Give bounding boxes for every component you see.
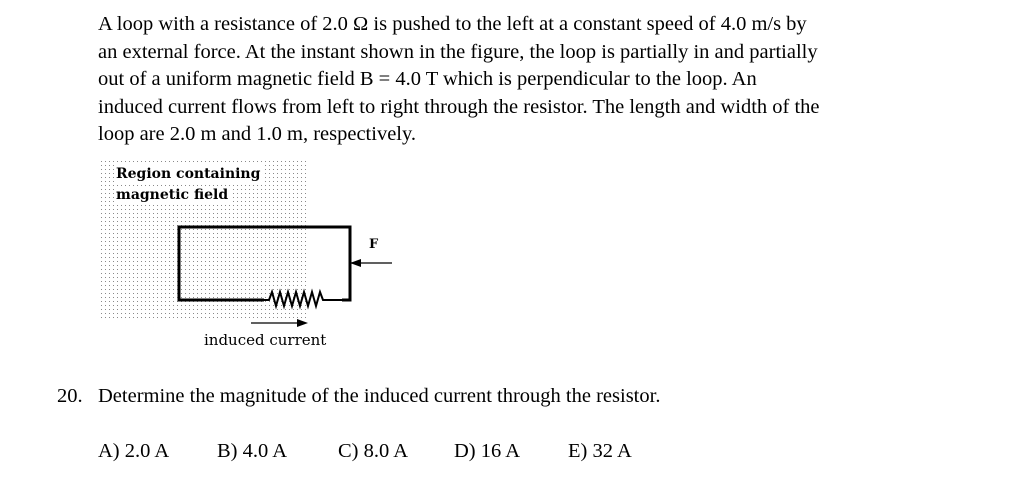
force-arrow (350, 259, 392, 267)
problem-line: an external force. At the instant shown … (98, 40, 818, 63)
loop-diagram: Region containing magnetic field F induc… (96, 160, 416, 360)
question-number: 20. (57, 385, 83, 407)
choice-e: E) 32 A (568, 440, 632, 462)
region-label: Region containing (114, 165, 263, 183)
question-text: Determine the magnitude of the induced c… (98, 385, 661, 407)
region-label: magnetic field (114, 186, 231, 204)
choice-b: B) 4.0 A (217, 440, 288, 462)
problem-statement: A loop with a resistance of 2.0 Ω is pus… (98, 11, 978, 149)
choice-d: D) 16 A (454, 440, 521, 462)
problem-line: A loop with a resistance of 2.0 Ω is pus… (98, 13, 807, 35)
question: 20. Determine the magnitude of the induce… (57, 382, 660, 410)
choice-c: C) 8.0 A (338, 440, 409, 462)
problem-line: induced current flows from left to right… (98, 95, 820, 118)
problem-line: out of a uniform magnetic field B = 4.0 … (98, 68, 757, 91)
problem-line: loop are 2.0 m and 1.0 m, respectively. (98, 123, 417, 146)
magnetic-field-region (101, 160, 306, 320)
choice-a: A) 2.0 A (98, 440, 170, 462)
induced-current-arrow (251, 319, 308, 327)
resistor (264, 288, 342, 310)
force-label: F (369, 237, 379, 252)
conducting-loop (177, 225, 352, 302)
current-label: induced current (204, 331, 327, 349)
